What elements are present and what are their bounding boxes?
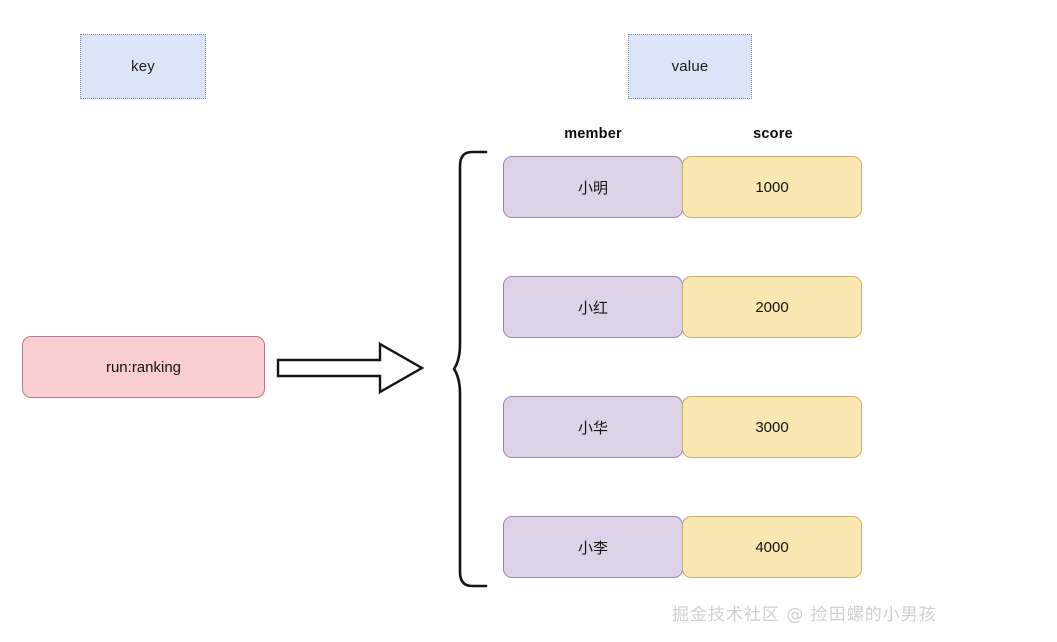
cell-member: 小红 (503, 276, 683, 338)
key-node-run-ranking: run:ranking (22, 336, 265, 398)
cell-score: 2000 (682, 276, 862, 338)
legend-key-label: key (131, 58, 155, 75)
cell-member: 小华 (503, 396, 683, 458)
cell-score: 1000 (682, 156, 862, 218)
cell-score: 4000 (682, 516, 862, 578)
left-curly-brace-icon (452, 150, 488, 588)
cell-score: 3000 (682, 396, 862, 458)
table-row: 小李 4000 (503, 516, 863, 578)
cell-member: 小李 (503, 516, 683, 578)
right-block-arrow-icon (276, 341, 425, 395)
watermark-text: 掘金技术社区 @ 捡田螺的小男孩 (672, 605, 937, 625)
table-row: 小红 2000 (503, 276, 863, 338)
legend-key-box: key (80, 34, 206, 99)
legend-value-box: value (628, 34, 752, 99)
key-node-label: run:ranking (105, 358, 182, 376)
column-header-member: member (564, 126, 622, 142)
cell-member: 小明 (503, 156, 683, 218)
column-header-score: score (753, 126, 793, 142)
table-row: 小明 1000 (503, 156, 863, 218)
table-row: 小华 3000 (503, 396, 863, 458)
legend-value-label: value (671, 58, 709, 75)
